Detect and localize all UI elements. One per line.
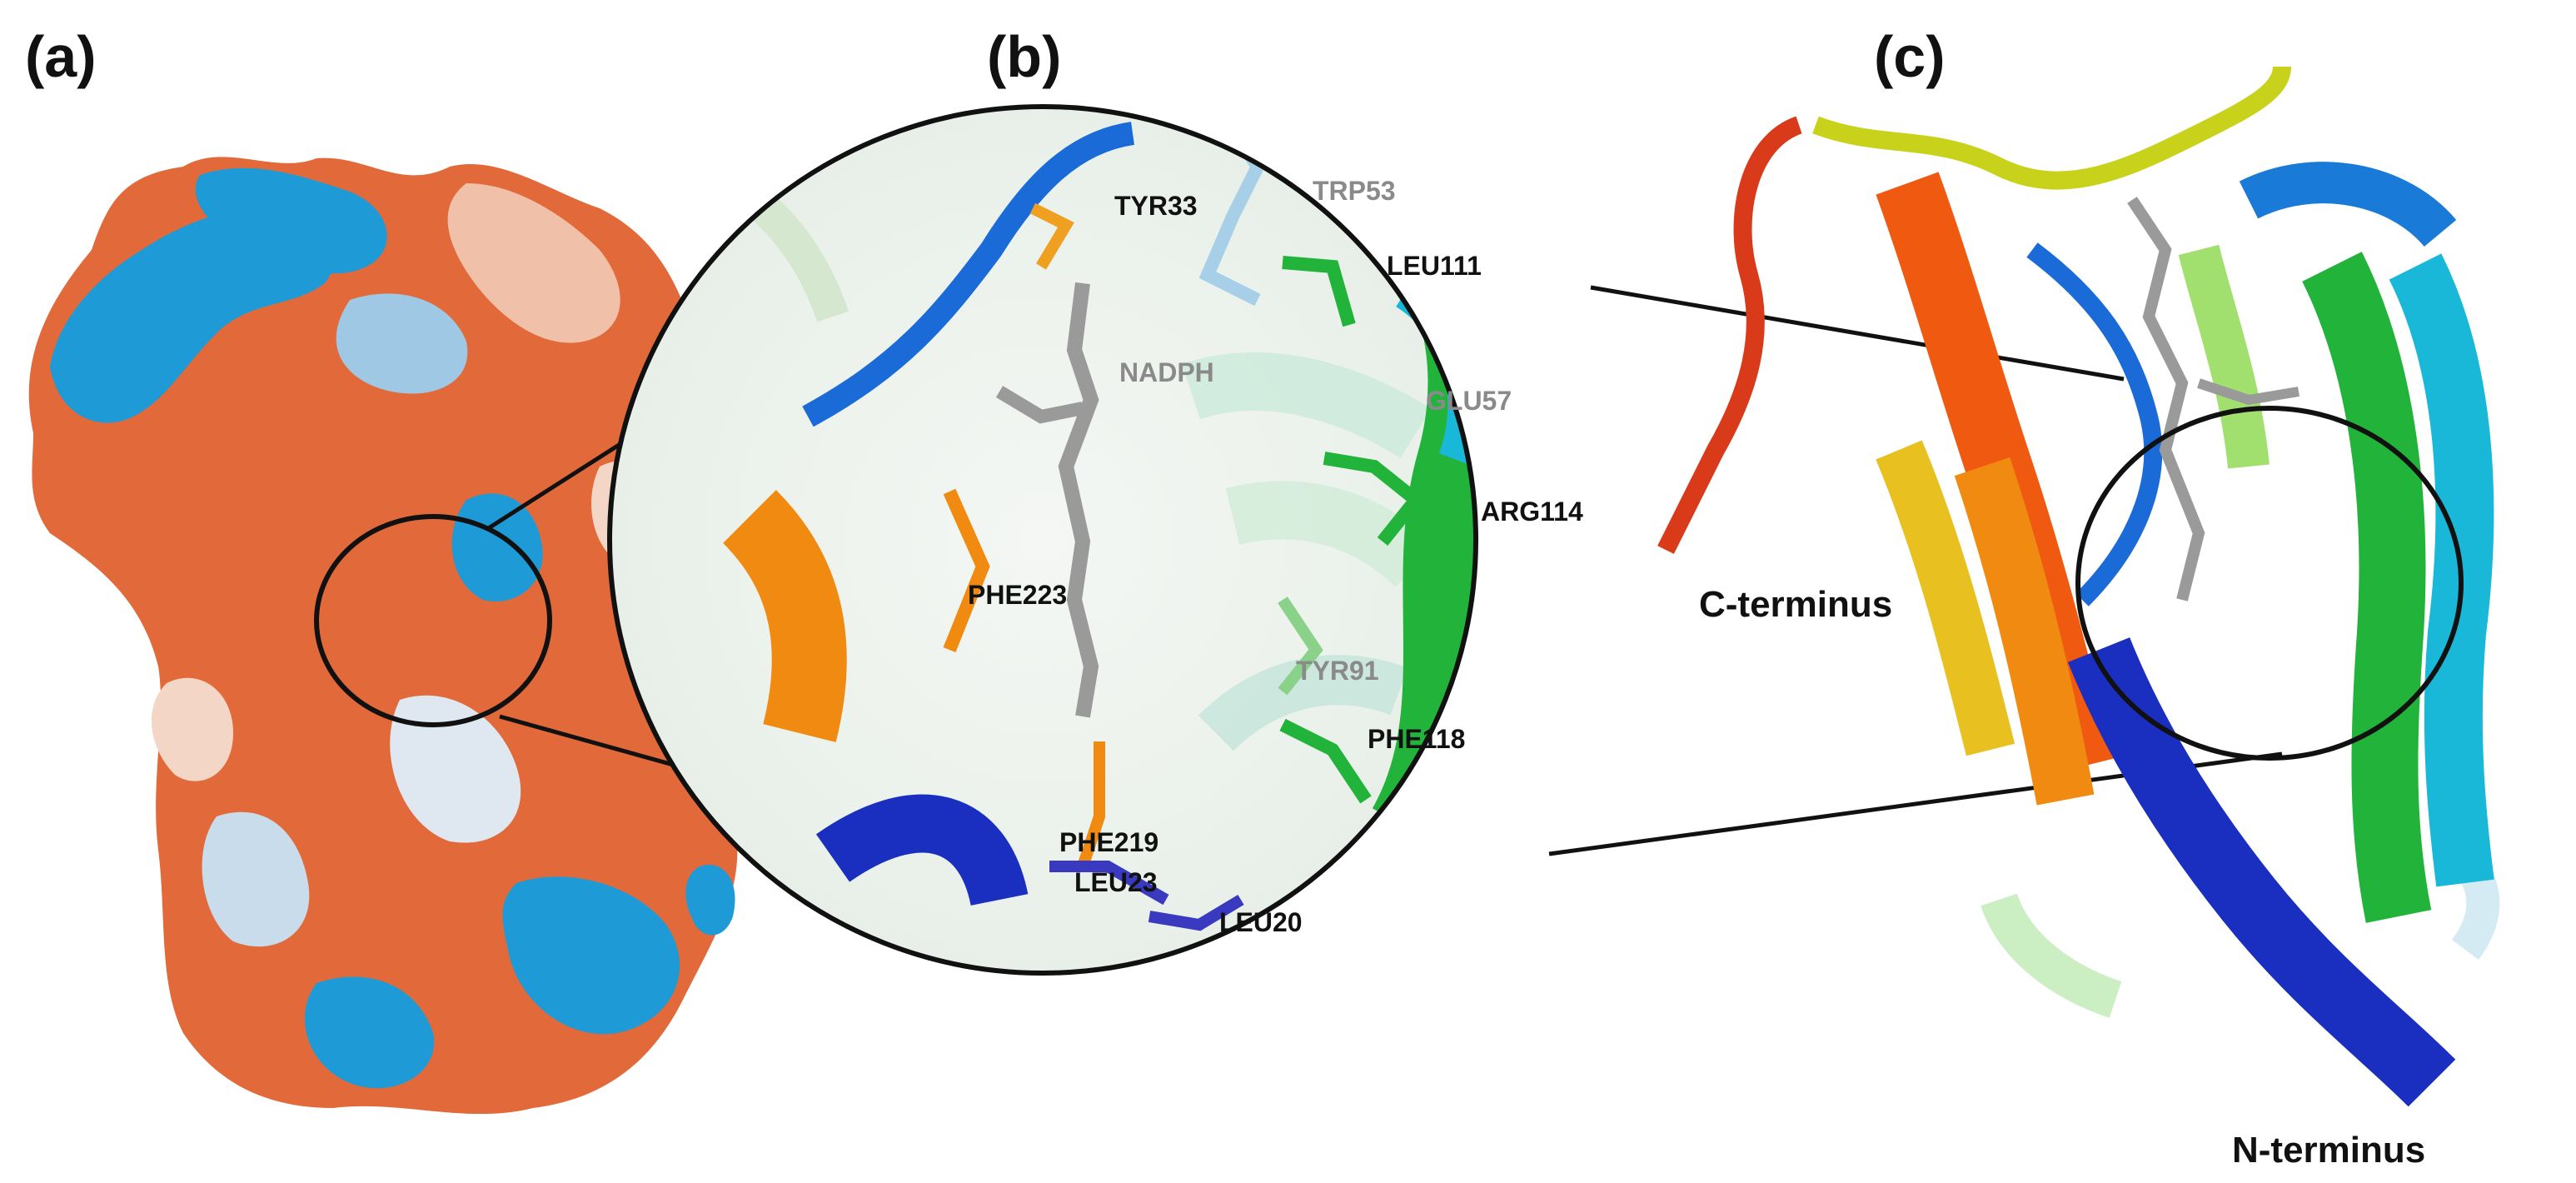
helix-dark-blue — [815, 794, 1029, 907]
label-phe118: PHE118 — [1368, 724, 1465, 754]
residue-arg114 — [1323, 452, 1426, 546]
background-helix — [1181, 352, 1432, 458]
panel-label-c: (c) — [1874, 24, 1946, 89]
surface-patch-blue — [685, 865, 735, 936]
phosphate-group — [1029, 202, 1074, 270]
n-terminus-label: N-terminus — [2232, 1130, 2425, 1171]
helix-orange — [1954, 457, 2095, 806]
binding-site-circle-a — [314, 514, 552, 727]
label-glu57: GLU57 — [1426, 386, 1512, 416]
label-trp53: TRP53 — [1313, 176, 1396, 206]
helix-green — [2302, 252, 2432, 923]
label-tyr33: TYR33 — [1114, 191, 1198, 221]
background-helix — [1198, 655, 1408, 751]
label-leu23: LEU23 — [1074, 867, 1158, 897]
residue-leu111 — [1282, 256, 1356, 327]
label-phe223: PHE223 — [968, 580, 1067, 610]
surface-patch-neutral — [390, 695, 521, 843]
ribbon-model — [1657, 65, 2500, 1107]
surface-patch-light — [202, 811, 310, 947]
surface-patch-blue — [451, 493, 543, 601]
surface-patch-blue — [195, 167, 387, 274]
surface-patch-pale — [151, 677, 233, 781]
surface-patch-light — [336, 293, 468, 394]
label-phe219: PHE219 — [1059, 827, 1158, 857]
c-terminus-label: C-terminus — [1699, 584, 1892, 625]
nadph-molecule — [995, 386, 1084, 424]
surface-patch-blue — [502, 876, 680, 1035]
residue-phe223 — [943, 488, 990, 652]
loop-blue — [802, 122, 1135, 427]
panel-label-a: (a) — [25, 24, 97, 89]
nadph-molecule — [2127, 197, 2205, 601]
label-tyr91: TYR91 — [1296, 656, 1379, 686]
label-leu20: LEU20 — [1219, 907, 1303, 937]
connector-line — [1590, 285, 2125, 382]
surface-patch-blue — [304, 976, 435, 1089]
zoom-background — [610, 107, 1476, 973]
label-arg114: ARG114 — [1481, 497, 1583, 527]
residue-tyr91 — [1278, 596, 1323, 696]
surface-model — [28, 157, 738, 1115]
background-helix — [1981, 892, 2122, 1018]
residue-phe118 — [1279, 718, 1372, 804]
label-nadph: NADPH — [1119, 357, 1214, 387]
nadph-molecule — [1058, 282, 1099, 718]
residue-leu20 — [1148, 894, 1244, 931]
residue-phe219 — [1077, 741, 1105, 869]
helix-orange — [722, 490, 847, 742]
surface-patch-blue — [50, 206, 337, 423]
panel-label-b: (b) — [987, 24, 1061, 89]
loop-red — [1657, 116, 1803, 554]
zoom-circle-border — [607, 104, 1478, 976]
residue-leu23 — [1049, 861, 1169, 906]
helix-light-green — [2178, 244, 2270, 469]
binding-site-circle-c — [2075, 406, 2464, 761]
loop-yellow — [1812, 65, 2291, 190]
helix-yellow — [1876, 440, 2015, 756]
helix-dark-blue — [2067, 637, 2456, 1107]
surface-patch-pale — [447, 183, 620, 343]
nadph-molecule — [2197, 378, 2299, 406]
helix-blue-top — [2239, 162, 2457, 247]
label-leu111: LEU111 — [1387, 251, 1482, 281]
loop-blue — [2026, 242, 2163, 606]
background-helix — [1225, 481, 1437, 588]
